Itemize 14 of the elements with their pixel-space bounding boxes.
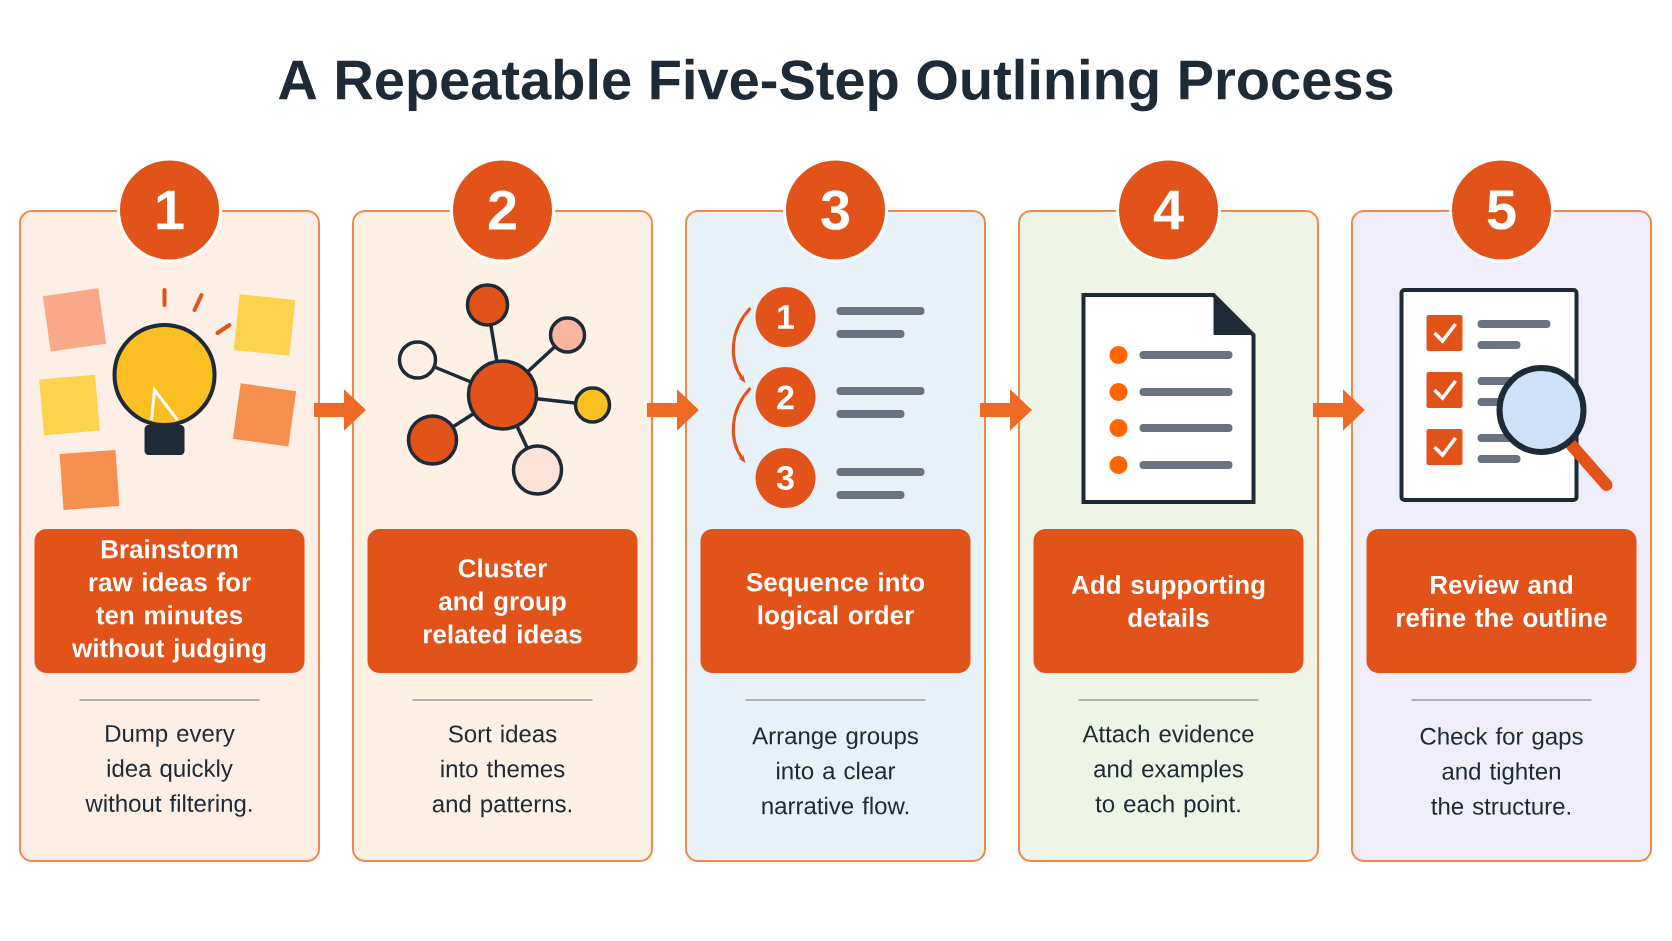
step-number: 1 [117, 157, 222, 263]
step-number: 2 [450, 157, 555, 263]
list-number: 3 [776, 465, 794, 491]
title: A Repeatable Five-Step Outlining Process [278, 58, 1393, 112]
step-number: 3 [783, 157, 888, 263]
step-box: Add supporting details [1033, 529, 1304, 673]
step-box: Sequence into logical order [700, 529, 971, 673]
list-number: 2 [777, 385, 794, 410]
step-number: 5 [1449, 157, 1554, 263]
step-number: 4 [1116, 157, 1221, 263]
list-number: 1 [778, 305, 794, 329]
step-box: Brainstorm raw ideas for ten minutes without judging [34, 529, 305, 673]
step-box: Cluster and group related ideas [367, 529, 638, 673]
step-box: Review and refine the outline [1366, 529, 1637, 673]
